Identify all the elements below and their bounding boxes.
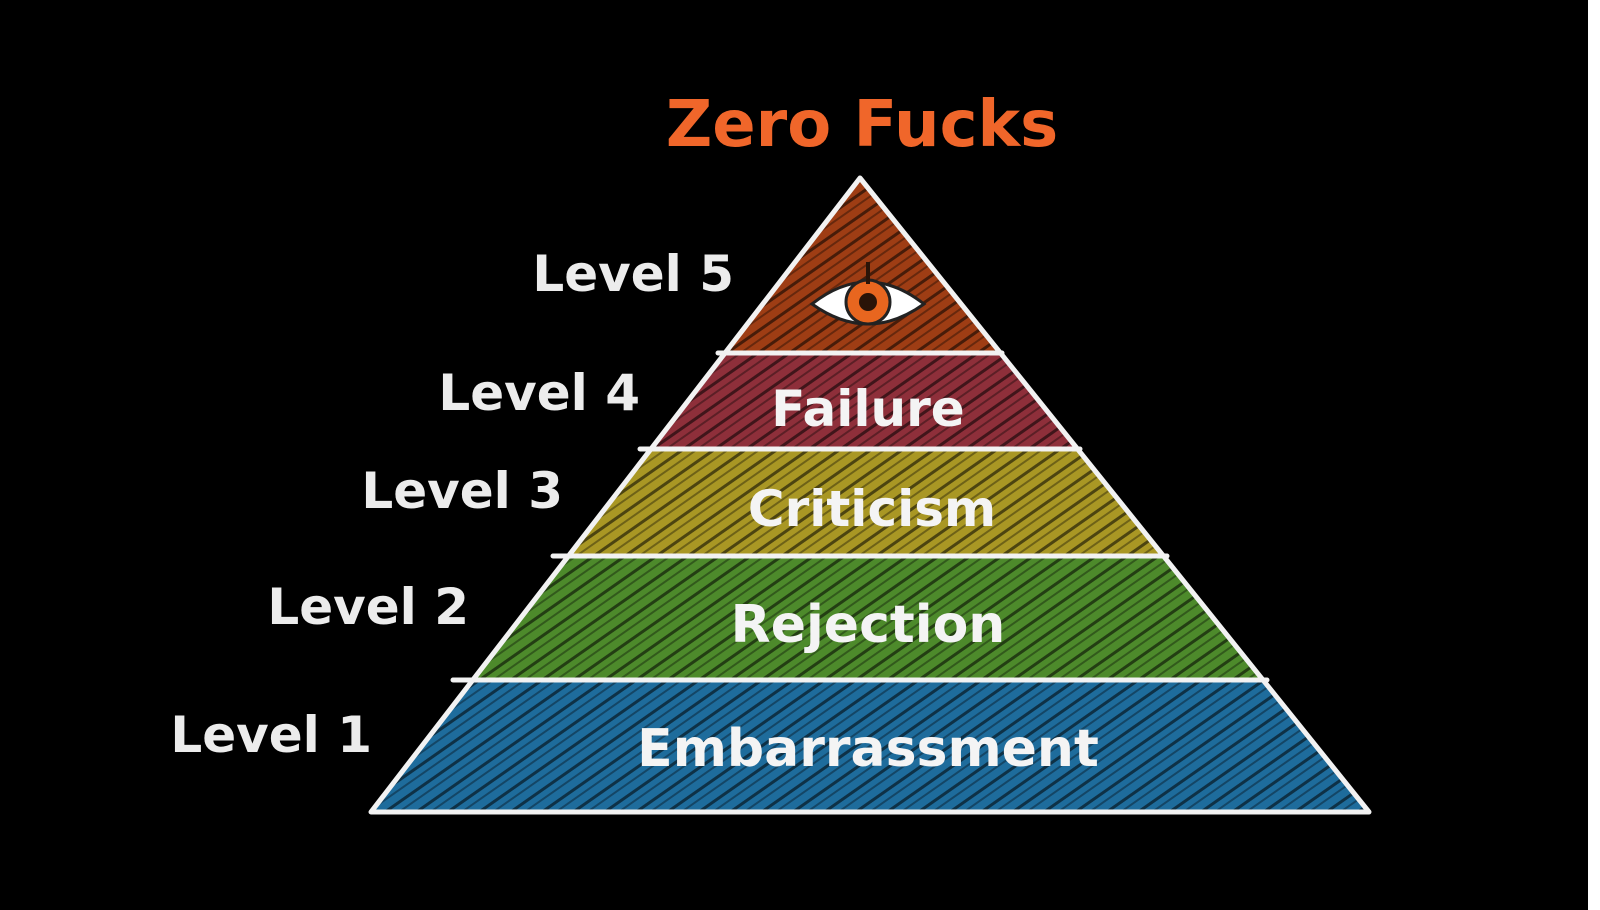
eye-icon	[809, 262, 927, 326]
band-label-level-3: Criticism	[748, 480, 996, 538]
band-label-level-1: Embarrassment	[637, 719, 1099, 779]
level-label-2: Level 2	[267, 578, 469, 636]
right-edge-strip	[1588, 0, 1600, 910]
pyramid-title: Zero Fucks	[666, 88, 1058, 162]
band-label-level-2: Rejection	[731, 595, 1006, 655]
level-label-4: Level 4	[438, 364, 640, 422]
level-label-3: Level 3	[361, 462, 563, 520]
band-dividers	[450, 350, 1270, 683]
level-label-1: Level 1	[170, 706, 372, 764]
pyramid-outline	[368, 175, 1372, 815]
level-label-5: Level 5	[532, 245, 734, 303]
band-label-level-4: Failure	[771, 380, 964, 438]
